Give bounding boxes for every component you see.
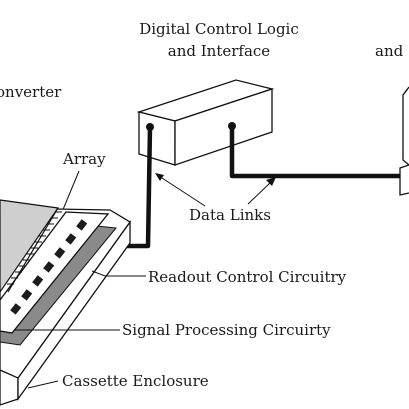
readout-control-board (0, 211, 110, 334)
digital-control-box-side (174, 88, 273, 166)
right-box-edge-upper (402, 86, 409, 166)
cassette-enclosure-label: Cassette Enclosure (62, 372, 209, 390)
data-link-arrowhead-left (155, 173, 164, 181)
converter-cut-label: onverter (0, 83, 62, 101)
signal-processing-label: Signal Processing Circuirty (122, 321, 331, 339)
right-partial-box (399, 86, 409, 196)
readout-chip (76, 219, 88, 231)
digital-control-label-line1: Digital Control Logic (139, 20, 299, 38)
readout-chip (65, 233, 77, 245)
digital-control-box (136, 79, 275, 166)
data-links-label: Data Links (189, 206, 271, 224)
right-box-edge-lower (399, 164, 409, 196)
array-label: Array (62, 150, 106, 168)
detector-array-stripes (7, 211, 62, 285)
readout-chip (54, 247, 66, 259)
array-arrow (61, 170, 80, 213)
readout-leader-line (91, 270, 146, 277)
readout-chip (21, 289, 33, 301)
data-link-arrow-right (247, 182, 271, 205)
readout-control-label: Readout Control Circuitry (148, 268, 347, 286)
detector-array (0, 199, 62, 294)
readout-chips (10, 219, 88, 315)
data-links-arrows (155, 173, 276, 207)
digital-control-label-line2: and Interface (168, 42, 271, 60)
cassette-leader-line (27, 380, 59, 389)
data-link-cable-right (229, 126, 400, 179)
right-cut-label: and (375, 42, 404, 60)
detector-array-face (0, 199, 60, 294)
data-link-arrow-left (161, 177, 206, 207)
readout-chip (10, 303, 22, 315)
readout-chip (43, 261, 55, 273)
data-link-arrowhead-right (266, 177, 276, 186)
digital-control-box-front (138, 111, 176, 166)
readout-chip (32, 275, 44, 287)
data-link-cable-left (120, 126, 153, 249)
